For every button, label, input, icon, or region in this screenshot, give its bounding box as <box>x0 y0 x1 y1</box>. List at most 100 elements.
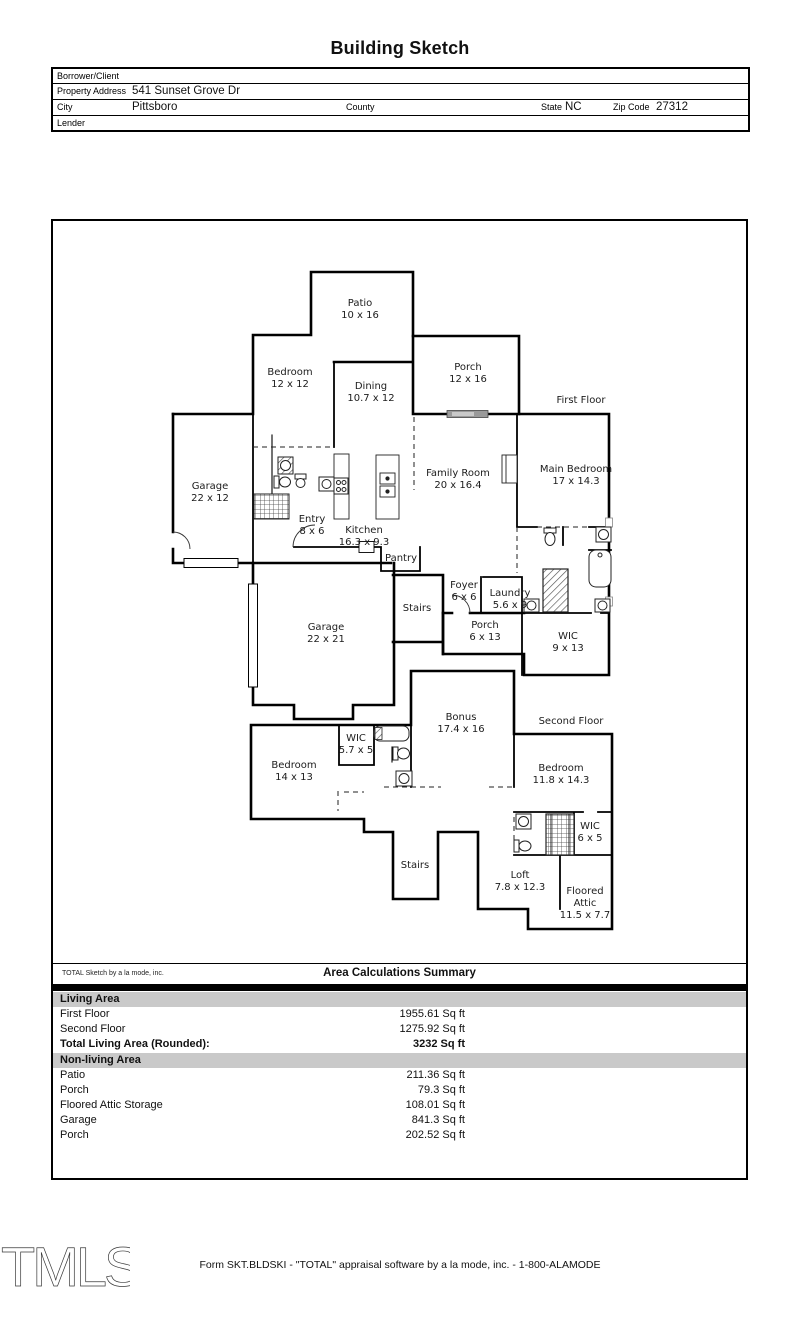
kitchen-sink-icon <box>321 479 332 489</box>
area-section-header: Non-living Area <box>53 1053 746 1068</box>
window-icon <box>605 517 613 528</box>
sink-icon <box>295 478 306 488</box>
area-row: Patio 211.36 Sq ft <box>53 1068 746 1083</box>
row-city-state-zip: City Pittsboro County State NC Zip Code … <box>53 100 748 116</box>
area-row-label: Patio <box>60 1069 86 1081</box>
area-row: Porch 79.3 Sq ft <box>53 1083 746 1098</box>
tmls-logo: TMLS <box>1 1236 130 1298</box>
area-row-label: Porch <box>60 1084 89 1096</box>
room-label: Stairs <box>403 603 432 614</box>
garage-door <box>248 583 258 688</box>
bathtub-faucet-end <box>374 727 383 740</box>
porch-fireplace-inner <box>452 412 474 416</box>
bathtub-icon <box>373 725 410 742</box>
pantry-door <box>358 541 375 553</box>
area-row-value: 1955.61 Sq ft <box>399 1008 465 1020</box>
oven-knob-icon <box>385 476 390 481</box>
area-row-value: 211.36 Sq ft <box>406 1069 465 1081</box>
shower-stripe <box>550 814 570 855</box>
burner-icon <box>336 480 341 485</box>
burner-icon <box>341 487 347 492</box>
area-row-label: Total Living Area (Rounded): <box>60 1038 210 1050</box>
area-row-value: 3232 Sq ft <box>413 1038 465 1050</box>
shower-icon <box>542 568 569 613</box>
sink-icon <box>526 600 537 611</box>
area-row-label: Second Floor <box>60 1023 126 1035</box>
property-address-value: 541 Sunset Grove Dr <box>132 85 241 97</box>
area-row-value: 841.3 Sq ft <box>411 1114 465 1126</box>
lender-label: Lender <box>57 118 86 128</box>
county-label: County <box>346 102 375 112</box>
second-floor-walls <box>249 669 614 931</box>
summary-title: Area Calculations Summary <box>323 967 476 979</box>
area-row-label: First Floor <box>60 1008 110 1020</box>
hatched-area <box>253 493 290 520</box>
room-label: Stairs <box>401 860 430 871</box>
shower-drain-icon <box>280 460 291 471</box>
toilet-icon <box>397 747 410 760</box>
room-label: Pantry <box>385 553 417 564</box>
area-row-value: 1275.92 Sq ft <box>399 1023 465 1035</box>
area-row: Total Living Area (Rounded): 3232 Sq ft <box>53 1037 746 1052</box>
area-row: Garage 841.3 Sq ft <box>53 1113 746 1128</box>
area-row: Second Floor 1275.92 Sq ft <box>53 1022 746 1037</box>
door-arcs <box>172 524 471 614</box>
area-row-label: Porch <box>60 1129 89 1141</box>
software-credit: TOTAL Sketch by a la mode, inc. <box>62 970 164 977</box>
toilet-icon <box>518 840 532 852</box>
area-row-label: Floored Attic Storage <box>60 1099 163 1111</box>
state-label: State <box>541 102 563 112</box>
bathtub-icon <box>588 549 612 588</box>
area-row-value: 202.52 Sq ft <box>405 1129 465 1141</box>
area-row-label: Garage <box>60 1114 97 1126</box>
faucet-icon <box>597 552 603 558</box>
summary-header: TOTAL Sketch by a la mode, inc. Area Cal… <box>53 964 746 984</box>
room-label: Second Floor <box>539 716 605 727</box>
toilet-icon <box>279 476 291 488</box>
property-info-table: Borrower/Client Property Address 541 Sun… <box>51 67 750 132</box>
oven-knob-icon <box>385 489 390 494</box>
page-title: Building Sketch <box>330 38 470 58</box>
burner-icon <box>336 487 341 492</box>
row-lender: Lender <box>53 116 748 130</box>
doors-and-windows <box>183 410 613 688</box>
built-in-cabinet <box>501 454 518 484</box>
second-floor-fixtures <box>373 725 575 856</box>
sink-icon <box>598 529 609 540</box>
first-floor-walls <box>171 270 611 721</box>
sink-icon <box>597 600 608 611</box>
shower-icon <box>545 813 575 856</box>
toilet-icon <box>513 839 520 853</box>
room-label: First Floor <box>556 395 606 406</box>
city-label: City <box>57 102 73 112</box>
area-row-value: 79.3 Sq ft <box>417 1084 465 1096</box>
row-borrower: Borrower/Client <box>53 69 748 84</box>
row-property-address: Property Address 541 Sunset Grove Dr <box>53 84 748 100</box>
area-row: Porch 202.52 Sq ft <box>53 1128 746 1143</box>
first-floor-fixtures <box>253 453 612 613</box>
zip-value: 27312 <box>656 101 688 113</box>
